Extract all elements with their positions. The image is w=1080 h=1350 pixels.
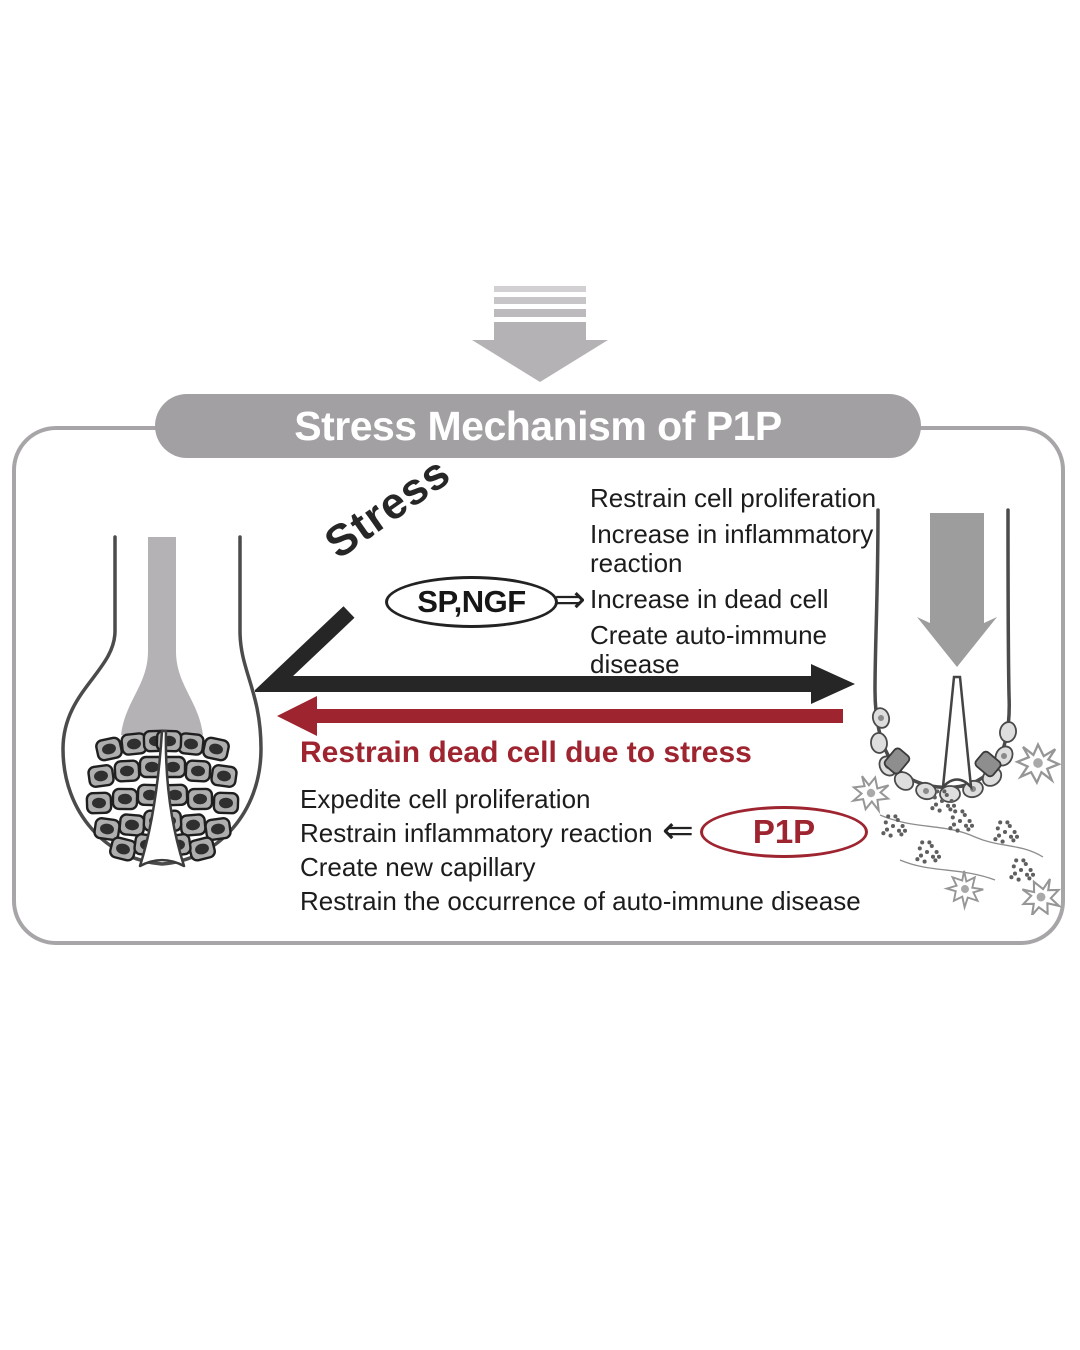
dermal-papilla <box>138 729 186 868</box>
p1p-effect-item: Create new capillary <box>300 852 536 882</box>
page-title: Stress Mechanism of P1P <box>294 402 782 449</box>
capillary-line <box>879 814 1044 858</box>
capillary-line <box>899 859 996 881</box>
implies-right-icon: ⇒ <box>554 579 586 621</box>
p1p-effect-item: Restrain the occurrence of auto-immune d… <box>300 886 861 916</box>
follicle-outline <box>61 535 263 866</box>
p1p-effect-item: Restrain inflammatory reaction <box>300 818 653 848</box>
stress-effect-item: Restrain cell proliferation <box>590 483 877 513</box>
p1p-effect-item: Expedite cell proliferation <box>300 784 591 814</box>
hair-shaft <box>121 537 203 735</box>
recovery-headline: Restrain dead cell due to stress <box>300 736 752 769</box>
hair-shaft <box>917 513 997 667</box>
stress-effect-item: Create auto-immune disease <box>590 620 827 679</box>
recovery-arrowhead-icon <box>277 696 317 736</box>
stress-arrowhead-icon <box>811 664 855 704</box>
down-arrow-icon <box>472 286 608 382</box>
implies-left-icon: ⇐ <box>662 810 694 852</box>
stress-effect-item: Increase in inflammatory reaction <box>590 519 874 578</box>
stress-arrow <box>255 606 813 692</box>
sp-ngf-ellipse: SP,NGF <box>385 576 558 628</box>
granule-dots <box>881 789 1036 882</box>
stress-effects-list: Restrain cell proliferation Increase in … <box>590 484 900 686</box>
sp-ngf-label: SP,NGF <box>417 584 526 619</box>
stress-effect-item: Increase in dead cell <box>590 584 829 614</box>
bulb-cells <box>870 707 1017 803</box>
flow-arrows <box>255 606 855 736</box>
p1p-label: P1P <box>752 813 816 850</box>
dendritic-cells <box>848 743 1065 915</box>
p1p-ellipse: P1P <box>700 806 868 858</box>
dermal-papilla <box>941 675 973 791</box>
title-banner: Stress Mechanism of P1P <box>155 394 921 458</box>
right-follicle-illustration <box>848 508 1065 915</box>
p1p-effects-list: Expedite cell proliferation Restrain inf… <box>300 786 920 922</box>
left-follicle-illustration <box>61 535 263 868</box>
